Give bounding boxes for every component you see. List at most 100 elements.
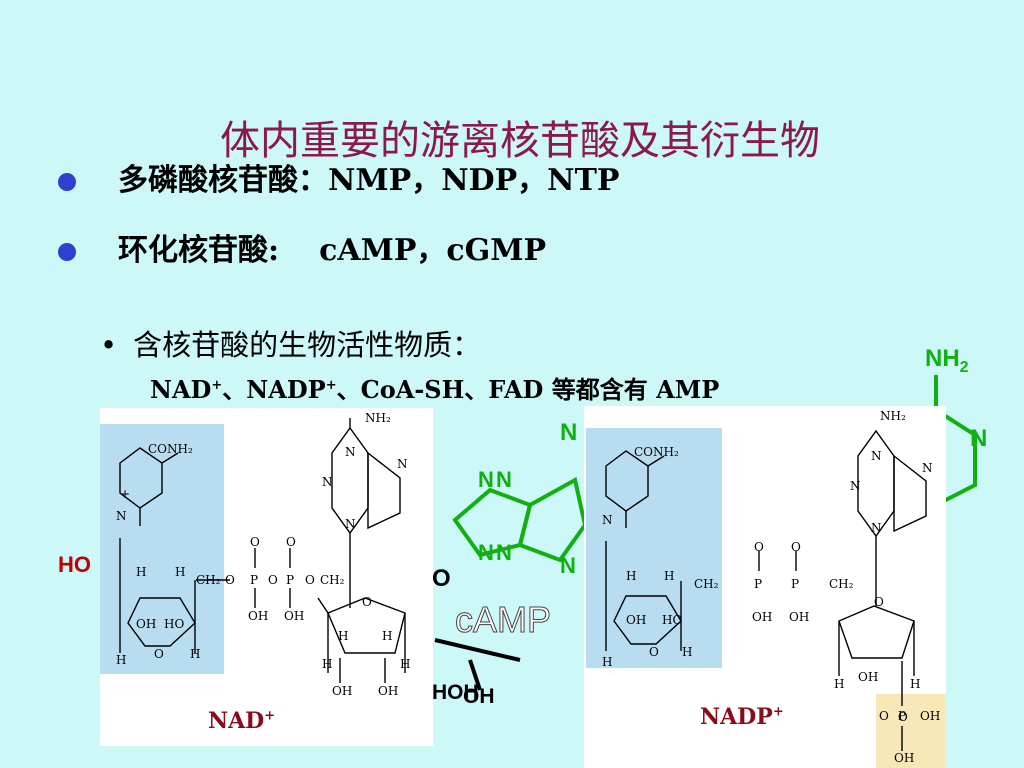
nad-panel: CONH₂ N + NH₂ N N N N H H OH HO O H H CH… — [100, 408, 433, 746]
nad-h-b: H — [175, 565, 185, 579]
nadp-oh-b: OH — [789, 610, 809, 624]
bullet-label: 多磷酸核苷酸： — [118, 163, 328, 198]
nadp-h-d: H — [682, 645, 692, 659]
nad-nplus: + — [120, 487, 130, 501]
nad-h-c: H — [116, 653, 126, 667]
nad-ho: HO — [164, 617, 184, 631]
camp-label: cAMP — [455, 599, 551, 640]
bullet-value: NMP，NDP，NTP — [328, 163, 620, 198]
bullet-dot — [58, 173, 76, 191]
sub-bullet-line: NAD+、NADP+、CoA-SH、FAD 等都含有 AMP — [150, 370, 719, 405]
nadp-h-b: H — [664, 569, 674, 583]
nad-structure: CONH₂ N + NH₂ N N N N H H OH HO O H H CH… — [116, 411, 410, 698]
nadp-label-sup: + — [772, 704, 784, 720]
nad-h-g: H — [322, 657, 332, 671]
nad-oh-a: OH — [248, 609, 268, 623]
nad-h-h: H — [400, 657, 410, 671]
nad-h-e: H — [338, 629, 348, 643]
separator: 、 — [222, 375, 247, 404]
nadp-oh-d: OH — [920, 709, 940, 723]
nad-o-link-b: O — [268, 573, 278, 587]
nad-o-link-a: O — [225, 573, 235, 587]
nadp-h-c: H — [602, 655, 612, 669]
nadp-ch2-a: CH₂ — [694, 577, 719, 591]
camp-nh2: NH — [925, 345, 960, 372]
nad-n-b: N — [322, 475, 333, 489]
nadp-text: NADP — [246, 375, 326, 404]
nadp-nicotinamide-region — [586, 428, 722, 668]
camp-o: O — [432, 565, 451, 592]
sub-bullet-dot: • — [100, 328, 118, 362]
nad-sup: + — [211, 378, 223, 393]
nadp-ho: HO — [662, 613, 682, 627]
nad-p-b: P — [286, 573, 294, 587]
nadp-p-c: P — [898, 709, 906, 723]
camp-n-e: N — [560, 553, 576, 578]
nadp-o-ring: O — [649, 645, 659, 659]
nadp-h-e: H — [834, 677, 844, 691]
nadp-sup: + — [325, 378, 337, 393]
nadp-p-a: P — [754, 577, 762, 591]
nad-nh2: NH₂ — [365, 411, 391, 425]
nad-label: NAD+ — [208, 708, 275, 734]
nad-h-f: H — [382, 629, 392, 643]
nadp-oh-a: OH — [752, 610, 772, 624]
nad-n-d: N — [345, 517, 356, 531]
nad-o-sugar: O — [362, 595, 372, 609]
nad-n-a: N — [345, 445, 356, 459]
nadp-h-f: H — [910, 677, 920, 691]
nadp-conh2: CONH₂ — [634, 445, 679, 459]
nad-text: NAD — [150, 375, 212, 404]
nad-ch2-a: CH₂ — [196, 573, 221, 587]
nad-o-ring: O — [154, 647, 164, 661]
nadp-o-top-b: O — [791, 540, 801, 554]
nad-n: N — [116, 509, 127, 523]
nadp-n: N — [602, 513, 613, 527]
sub-bullet-label: 含核苷酸的生物活性物质： — [133, 328, 482, 362]
camp-n-b: N — [496, 467, 512, 492]
nad-h-a: H — [136, 565, 146, 579]
nad-ch2-b: CH₂ — [320, 573, 345, 587]
nad-n-c: N — [397, 457, 408, 471]
nadp-oh-e: OH — [894, 751, 914, 765]
nad-o-link-c: O — [305, 573, 315, 587]
nad-o-top-a: O — [250, 535, 260, 549]
nad-name: NAD — [208, 708, 265, 734]
nadp-phosphate-region — [876, 694, 946, 768]
nadp-label: NADP+ — [700, 704, 784, 730]
nad-h-d: H — [190, 647, 200, 661]
bullet-dot — [58, 243, 76, 261]
camp-n-d: N — [496, 540, 512, 565]
nadp-name: NADP — [700, 704, 773, 730]
nad-label-sup: + — [264, 708, 276, 724]
nadp-o-top-a: O — [754, 540, 764, 554]
nad-o-top-b: O — [286, 535, 296, 549]
nadp-p-b: P — [791, 577, 799, 591]
sub-bullet: • 含核苷酸的生物活性物质： — [100, 322, 481, 364]
nad-oh: OH — [136, 617, 156, 631]
nadp-structure: CONH₂ N NH₂ N N N N H H OH HO O H H CH₂ … — [602, 409, 940, 765]
nadp-o-a: O — [898, 710, 908, 724]
nadp-n-b: N — [850, 479, 861, 493]
nadp-o-b: O — [879, 709, 889, 723]
nadp-ch2-b: CH₂ — [829, 577, 854, 591]
camp-hoh: HOH — [432, 681, 479, 704]
bullet-label: 环化核苷酸: — [118, 233, 280, 268]
camp-nh2-sub: 2 — [960, 359, 969, 376]
bullet-value: cAMP，cGMP — [319, 233, 547, 268]
nadp-oh-c: OH — [858, 670, 878, 684]
nadp-h-a: H — [626, 569, 636, 583]
camp-n-right: N — [970, 425, 987, 452]
camp-n-c: N — [478, 540, 494, 565]
nad-oh-d: OH — [378, 684, 398, 698]
nad-oh-c: OH — [332, 684, 352, 698]
nadp-nh2: NH₂ — [880, 409, 906, 423]
nad-p-a: P — [250, 573, 258, 587]
nadp-n-c: N — [922, 461, 933, 475]
nadp-o-sugar: O — [874, 595, 884, 609]
camp-ho: HO — [58, 552, 91, 577]
bullet-cyclic: 环化核苷酸: cAMP，cGMP — [58, 225, 546, 269]
nad-conh2: CONH₂ — [148, 442, 193, 456]
